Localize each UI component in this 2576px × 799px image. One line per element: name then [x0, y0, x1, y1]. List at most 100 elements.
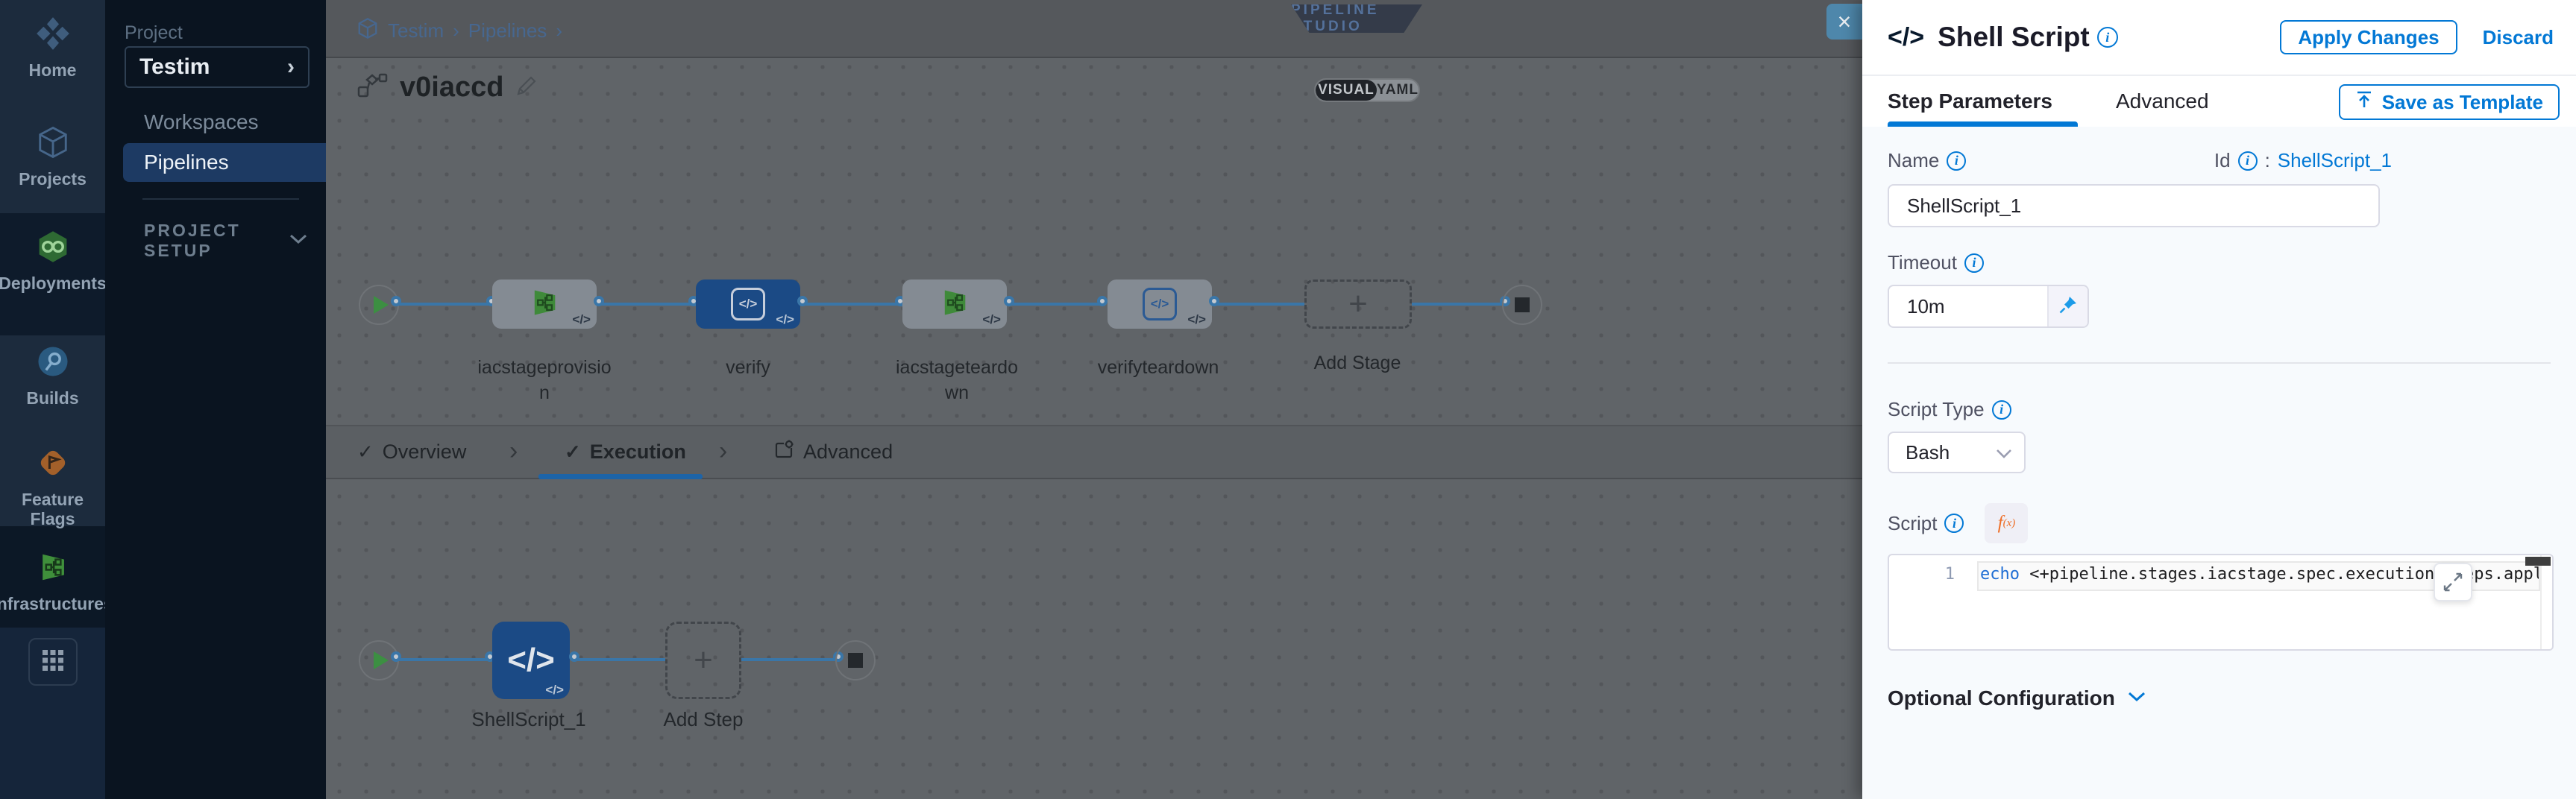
drawer-close-button[interactable]: ×	[1826, 4, 1862, 40]
project-section-label: Project	[125, 22, 183, 43]
nav-item-builds[interactable]: Builds	[0, 344, 105, 408]
sidebar-item-workspaces[interactable]: Workspaces	[144, 110, 259, 133]
breadcrumb-pipelines-link[interactable]: Pipelines	[468, 19, 547, 42]
connector-dot	[569, 651, 579, 662]
stage-connector	[594, 296, 699, 306]
apply-changes-button[interactable]: Apply Changes	[2280, 20, 2457, 54]
nav-item-home[interactable]: Home	[0, 16, 105, 80]
optional-configuration-toggle[interactable]: Optional Configuration	[1888, 686, 2551, 710]
projects-icon	[36, 125, 70, 163]
nav-item-infrastructures[interactable]: Infrastructures	[0, 550, 113, 613]
edit-pencil-icon[interactable]	[515, 75, 538, 101]
save-as-template-label: Save as Template	[2381, 90, 2543, 113]
connector-dot	[391, 651, 401, 662]
breadcrumb-project-link[interactable]: Testim	[388, 19, 444, 42]
module-grid-button[interactable]	[28, 638, 78, 686]
tab-overview[interactable]: ✓ Overview	[357, 426, 466, 478]
info-icon[interactable]: i	[1947, 151, 1967, 171]
id-separator: :	[2264, 149, 2270, 171]
nav-item-deployments[interactable]: Deployments	[0, 230, 107, 293]
infra-stage-icon	[936, 286, 973, 323]
add-stage-label: Add Stage	[1313, 353, 1401, 373]
script-type-header: Script Type i	[1888, 398, 2551, 421]
script-type-select[interactable]: Bash	[1888, 432, 2026, 473]
nav-item-feature-flags[interactable]: Feature Flags	[0, 446, 105, 528]
editor-scrollbar-thumb[interactable]	[2525, 557, 2551, 566]
execution-tab-strip: ✓ Overview › ✓ Execution › Advanced	[326, 425, 1862, 479]
nav-item-label: Builds	[26, 388, 79, 408]
shell-script-icon: </>	[507, 642, 555, 678]
id-value[interactable]: ShellScript_1	[2277, 149, 2392, 171]
discard-button[interactable]: Discard	[2482, 25, 2554, 48]
id-label: Id	[2214, 149, 2231, 171]
expand-editor-button[interactable]	[2434, 563, 2472, 601]
stage-label-line: verify	[726, 357, 770, 378]
toggle-yaml[interactable]: YAML	[1376, 82, 1419, 98]
tab-step-parameters[interactable]: Step Parameters	[1888, 89, 2053, 113]
connector-dot	[797, 296, 808, 306]
editor-scrollbar[interactable]	[2540, 555, 2552, 649]
name-input[interactable]: ShellScript_1	[1888, 184, 2380, 227]
script-code-editor[interactable]: 1 echo <+pipeline.stages.iacstage.spec.e…	[1888, 554, 2554, 651]
stage-label-verifyteardown: verifyteardown	[1076, 355, 1240, 380]
check-icon: ✓	[565, 440, 581, 463]
active-tab-underline	[538, 474, 703, 479]
stage-label-iacstageteardown: iacstageteardo wn	[875, 355, 1039, 405]
expression-fx-button[interactable]: f(x)	[1985, 503, 2029, 543]
add-stage-button[interactable]: +	[1304, 280, 1412, 329]
check-icon: ✓	[357, 440, 374, 463]
chevron-right-icon: ›	[719, 437, 728, 465]
tab-overview-label: Overview	[382, 440, 467, 463]
nav-item-label: Home	[28, 60, 77, 80]
save-as-template-button[interactable]: Save as Template	[2338, 84, 2560, 120]
breadcrumb: Testim › Pipelines ›	[356, 16, 562, 45]
sidebar-divider	[142, 198, 299, 200]
deployments-icon	[36, 230, 70, 268]
timeout-field-header: Timeout i	[1888, 251, 2551, 274]
chevron-right-icon: ›	[509, 437, 518, 465]
code-icon: </>	[982, 312, 1001, 326]
add-step-button[interactable]: +	[665, 622, 741, 699]
stage-card-iacstageprovision[interactable]: </>	[492, 280, 597, 329]
infrastructures-icon	[36, 550, 70, 588]
tab-step-advanced[interactable]: Advanced	[2116, 89, 2209, 113]
stage-connector	[1004, 296, 1108, 306]
project-setup-toggle[interactable]: PROJECT SETUP	[144, 221, 308, 261]
rail-stripe	[0, 0, 105, 213]
play-icon	[374, 296, 389, 314]
timeout-input[interactable]: 10m	[1889, 286, 2049, 326]
tab-advanced[interactable]: Advanced	[773, 426, 893, 478]
info-icon[interactable]: i	[1991, 400, 2011, 420]
stage-connector	[391, 296, 497, 306]
stage-card-verify[interactable]: </> </>	[696, 280, 800, 329]
info-icon[interactable]: i	[1944, 514, 1964, 533]
info-icon[interactable]: i	[2096, 27, 2118, 48]
stage-label-line: iacstageteardo	[895, 357, 1018, 378]
step-card-shellscript[interactable]: </> </>	[492, 622, 570, 699]
code-icon: </>	[1150, 297, 1169, 311]
nav-item-label: Deployments	[0, 274, 107, 293]
connector-dot	[1097, 296, 1108, 306]
nav-item-label: Infrastructures	[0, 594, 113, 613]
stage-card-iacstageteardown[interactable]: </>	[902, 280, 1007, 329]
stage-label-verify: verify	[666, 355, 830, 380]
sidebar-item-pipelines[interactable]: Pipelines	[123, 143, 326, 182]
nav-item-projects[interactable]: Projects	[0, 125, 105, 189]
project-selector[interactable]: Testim ›	[125, 46, 310, 88]
info-icon[interactable]: i	[1964, 253, 1984, 273]
pin-addon[interactable]	[2049, 286, 2087, 326]
canvas-header: Testim › Pipelines › PIPELINE STUDIO	[326, 0, 1862, 58]
close-icon: ×	[1837, 7, 1852, 35]
tab-execution[interactable]: ✓ Execution	[565, 426, 686, 478]
info-icon[interactable]: i	[2237, 151, 2258, 171]
pipeline-canvas: Testim › Pipelines › PIPELINE STUDIO v0i…	[326, 0, 1862, 799]
active-tab-underline	[1888, 121, 2078, 127]
project-sidebar: Project Testim › Workspaces Pipelines PR…	[105, 0, 326, 799]
shell-script-icon: </>	[1888, 22, 1925, 51]
code-icon: </>	[545, 683, 564, 697]
add-step-label: Add Step	[663, 708, 744, 730]
stage-card-verifyteardown[interactable]: </> </>	[1108, 280, 1212, 329]
pipeline-title: v0iaccd	[400, 72, 504, 103]
project-setup-label: PROJECT SETUP	[144, 221, 241, 260]
toggle-visual[interactable]: VISUAL	[1316, 80, 1377, 101]
